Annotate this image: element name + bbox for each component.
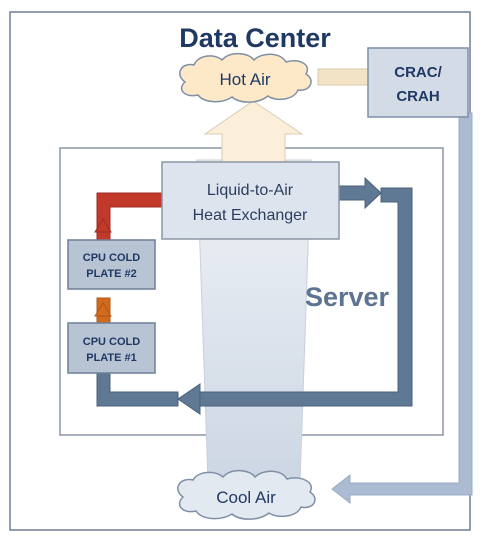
cpu-cold-plate-2 — [67, 239, 156, 290]
cold-plate-2-line2: PLATE #2 — [86, 268, 137, 280]
hot-air-return-duct — [317, 68, 371, 86]
cool-air-label: Cool Air — [216, 488, 276, 507]
cold-plate-1-line1: CPU COLD — [83, 336, 141, 348]
hot-air-label: Hot Air — [219, 70, 270, 89]
server-label: Server — [305, 282, 390, 312]
crac-crah-unit — [367, 47, 469, 118]
diagram-title: Data Center — [179, 23, 331, 53]
cold-plate-1-line2: PLATE #1 — [86, 352, 137, 364]
hot-flow-arrow — [94, 218, 112, 233]
coolant-return-pipe — [338, 176, 382, 210]
heat-exchanger-label-line2: Heat Exchanger — [193, 207, 308, 224]
heat-exchanger — [161, 161, 340, 240]
crac-label-line2: CRAH — [396, 88, 439, 105]
warm-flow-arrow — [94, 302, 112, 317]
hot-air-cloud — [179, 52, 312, 103]
crac-supply-duct — [331, 112, 473, 505]
cool-air-cloud — [177, 469, 316, 520]
coolant-flow-arrow-left — [177, 383, 201, 415]
cold-plate-2-line1: CPU COLD — [83, 252, 141, 264]
crac-label-line1: CRAC/ — [394, 64, 442, 81]
heat-exchanger-label-line1: Liquid-to-Air — [207, 182, 294, 199]
cpu-cold-plate-1 — [67, 322, 156, 374]
